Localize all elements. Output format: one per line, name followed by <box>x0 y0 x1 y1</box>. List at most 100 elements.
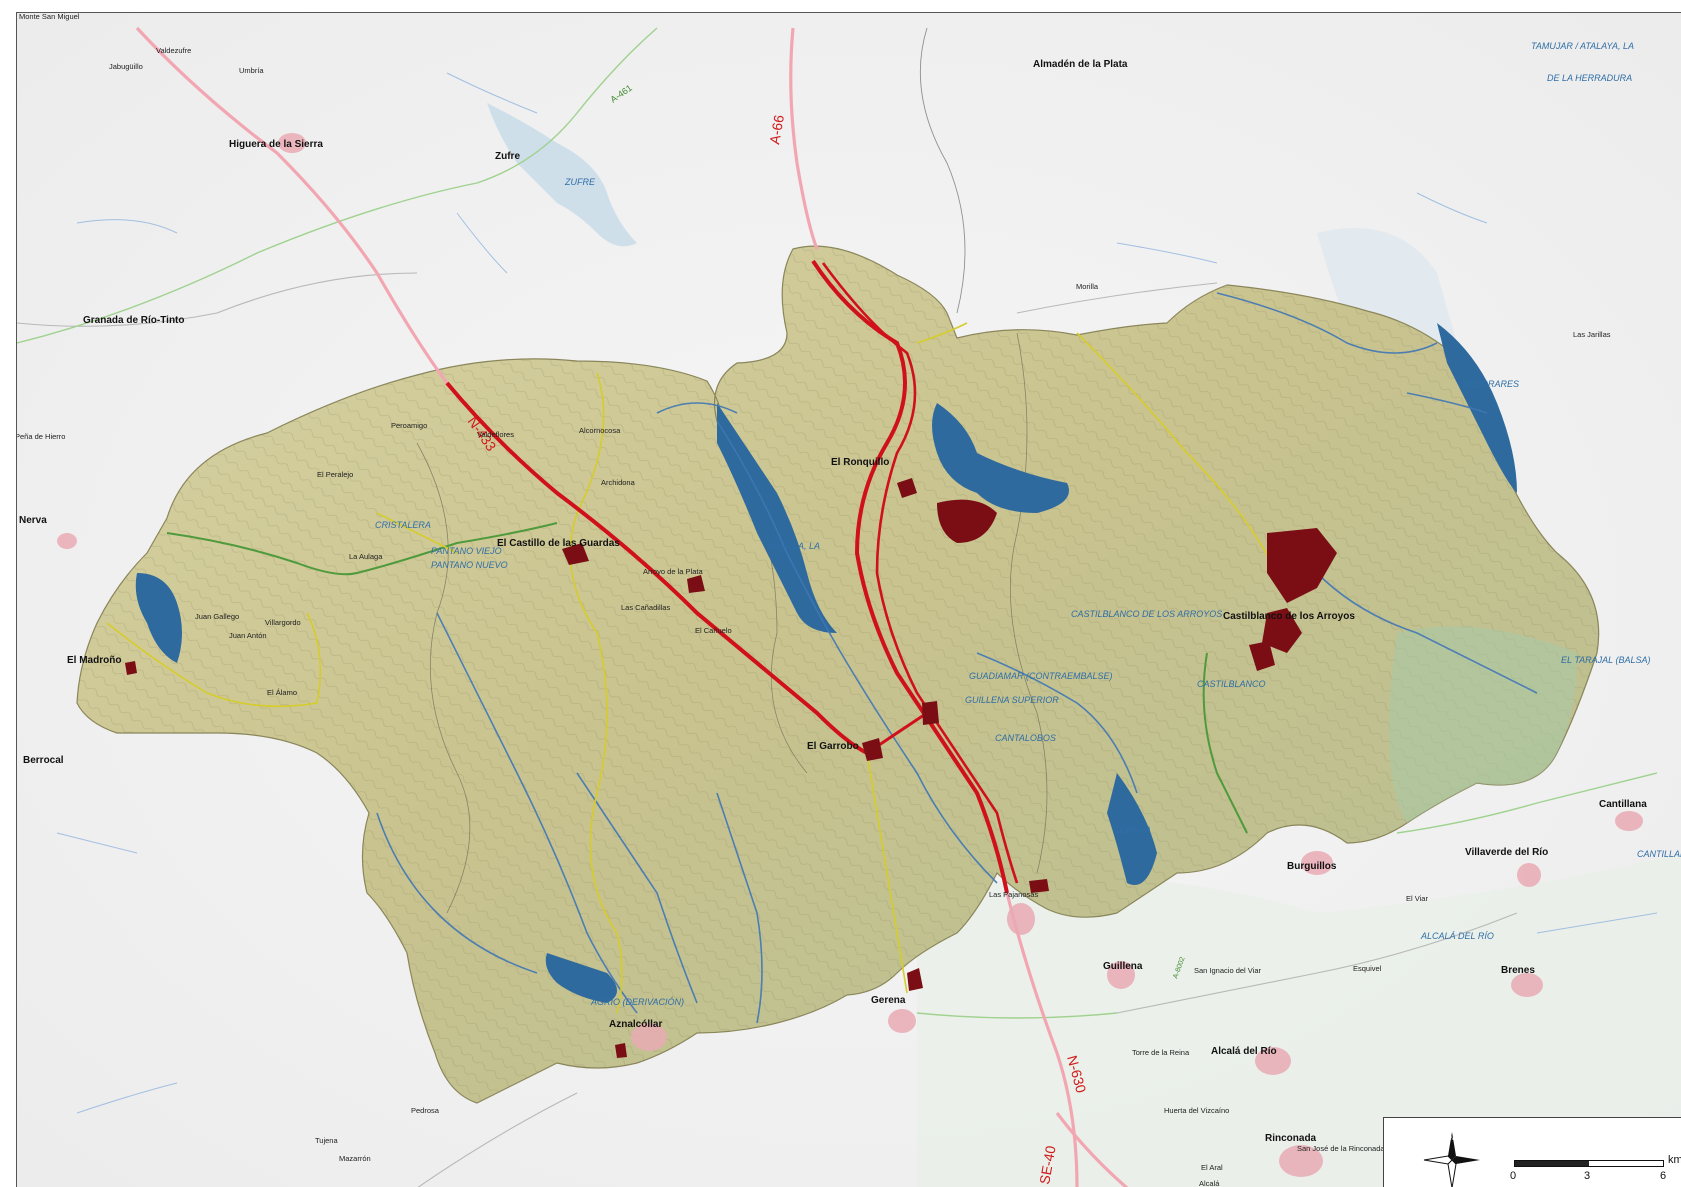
highways-pink <box>135 26 1129 1187</box>
municipal-boundary <box>919 27 966 314</box>
reservoir-minilla <box>717 403 837 633</box>
town-rinconada <box>1279 1145 1323 1177</box>
road-local <box>569 372 623 1014</box>
place-label: Burguillos <box>1287 861 1337 872</box>
highway-a66-north <box>789 27 819 250</box>
terrain-east-greening <box>1389 626 1577 823</box>
road-label-se40: SE-40 <box>1036 1144 1059 1185</box>
stream <box>456 212 508 274</box>
map-canvas[interactable]: N-433 A-66 N-630 SE-40 A-461 A-8002 Alma… <box>17 13 1681 1187</box>
regional-roads-green <box>166 522 1248 834</box>
place-label: Alcalá del Río <box>1211 1046 1277 1057</box>
place-label: Umbría <box>239 66 264 75</box>
water-label: MINILLA, LA <box>769 541 820 551</box>
water-label: TAMUJAR / ATALAYA, LA <box>1531 41 1634 51</box>
municipal-boundary <box>416 442 471 914</box>
urban-el-castillo <box>562 543 589 565</box>
place-label: Archidona <box>601 478 636 487</box>
river <box>376 812 538 974</box>
water-label: ALCALÁ DEL RÍO <box>1420 931 1494 941</box>
place-label: Nerva <box>19 515 47 526</box>
scale-tick-0: 0 <box>1510 1170 1517 1182</box>
place-label: El Álamo <box>267 688 297 697</box>
highway-se40 <box>1055 1112 1129 1187</box>
place-label: El Madroño <box>67 655 121 666</box>
stream <box>76 1082 178 1114</box>
road-minor <box>17 272 418 327</box>
place-label: Brenes <box>1501 965 1535 976</box>
water-label: DE LA HERRADURA <box>1547 73 1632 83</box>
urban-gerena <box>907 968 923 991</box>
water-label: PANTANO VIEJO <box>431 546 502 556</box>
place-label: El Ronquillo <box>831 457 889 468</box>
place-label: Esquivel <box>1353 964 1382 973</box>
place-label: Villaverde del Río <box>1465 847 1548 858</box>
place-label: Zufre <box>495 151 520 162</box>
river <box>1316 572 1538 694</box>
water-label: AGRIO (DERIVACIÓN) <box>590 997 684 1007</box>
place-label: El Cañuelo <box>695 626 732 635</box>
river <box>1216 292 1438 354</box>
place-label: Monte San Miguel <box>19 13 80 21</box>
road-minor <box>1016 282 1218 314</box>
river-network <box>376 292 1538 1024</box>
place-label: Peroamigo <box>391 421 427 430</box>
river <box>1406 392 1488 414</box>
place-label: Mazarrón <box>339 1154 371 1163</box>
reservoir-agrio <box>545 953 617 1003</box>
place-label: Valdezufre <box>156 46 191 55</box>
place-label: Gerena <box>871 995 906 1006</box>
main-roads-red <box>445 259 1019 894</box>
place-label: Almadén de la Plata <box>1033 59 1128 70</box>
town-guillena <box>1107 961 1135 989</box>
place-label: Cantillana <box>1599 799 1647 810</box>
road-regional <box>1202 652 1248 834</box>
town-alcala <box>1255 1047 1291 1075</box>
place-label: El Peralejo <box>317 470 353 479</box>
highway-n630-south <box>1005 892 1079 1187</box>
water-label: CANTILLANA <box>1637 849 1681 859</box>
place-label: Castilblanco de los Arroyos <box>1223 611 1355 622</box>
highway-n433-north <box>135 26 449 384</box>
place-label: San Ignacio del Viar <box>1194 966 1261 975</box>
town-pajanosas <box>1007 903 1035 935</box>
road-label-a66: A-66 <box>766 113 787 145</box>
road-regional <box>916 1012 1118 1019</box>
water-label: GUILLENA SUPERIOR <box>965 695 1059 705</box>
place-label: Berrocal <box>23 755 64 766</box>
river <box>656 402 738 414</box>
place-label: El Garrobo <box>807 741 859 752</box>
urban-pajanosas <box>1029 879 1049 893</box>
water-label: EL TARAJAL (BALSA) <box>1561 655 1651 665</box>
road-regional <box>1396 772 1658 834</box>
urban-el-ronquillo <box>897 478 917 498</box>
place-label: Alcalá <box>1199 1179 1220 1187</box>
place-label: Guillena <box>1103 961 1143 972</box>
local-roads-yellow <box>106 322 1278 1014</box>
water-label: CASTILBLANCO DE LOS ARROYOS <box>1071 609 1222 619</box>
stream <box>56 832 138 854</box>
place-label: Juan Gallego <box>195 612 239 621</box>
urban-aznalcollar <box>615 1043 627 1058</box>
urban-castilblanco-s2 <box>1249 641 1275 671</box>
stream-network <box>56 72 1658 1114</box>
place-label: Las Cañadillas <box>621 603 670 612</box>
road-minor <box>1116 912 1518 1014</box>
place-label: El Castillo de las Guardas <box>497 538 620 549</box>
scale-bar <box>1514 1160 1664 1167</box>
place-label: Jabugüillo <box>109 62 143 71</box>
water-label: CANTALOBOS <box>995 733 1056 743</box>
road-a66 <box>811 259 1009 894</box>
river <box>716 792 763 1024</box>
road-n433 <box>445 381 868 755</box>
water-label: GERENA <box>1113 825 1151 835</box>
stream <box>1116 242 1218 264</box>
stream <box>1536 912 1658 934</box>
place-label: Alcornocosa <box>579 426 621 435</box>
road-minor <box>417 1092 578 1187</box>
urban-arroyo-plata <box>687 575 705 593</box>
place-label: San José de la Rinconada <box>1297 1144 1385 1153</box>
place-label: Granada de Río-Tinto <box>83 315 185 326</box>
map-frame[interactable]: N-433 A-66 N-630 SE-40 A-461 A-8002 Alma… <box>16 12 1681 1187</box>
town-brenes <box>1511 973 1543 997</box>
